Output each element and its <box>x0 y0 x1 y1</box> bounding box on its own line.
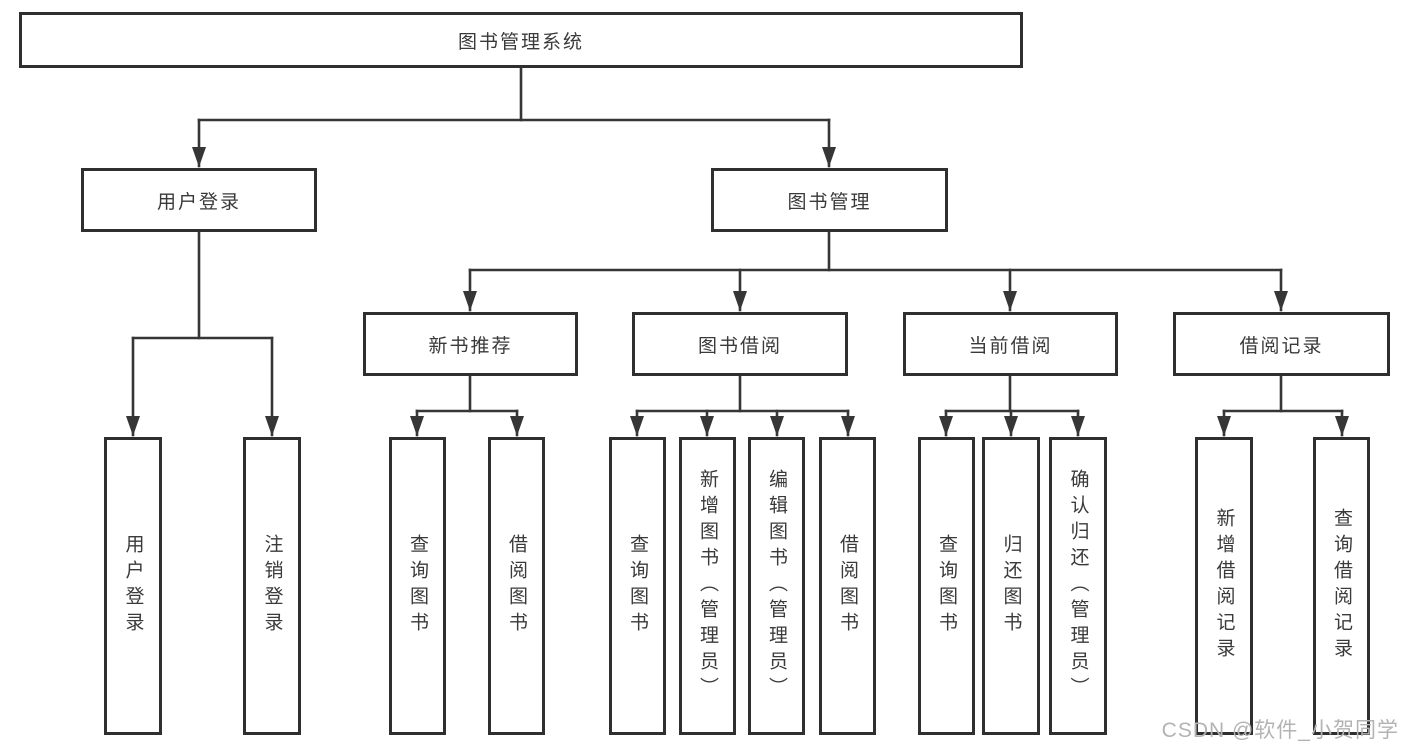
node-book-management-label: 图书管理 <box>787 191 872 213</box>
leaf-current-return-books: 归还图书 <box>982 437 1040 735</box>
leaf-records-query-borrow-record-label: 查询借阅记录 <box>1331 508 1352 664</box>
node-current-borrow-label: 当前借阅 <box>968 335 1053 357</box>
leaf-recommend-query-books-label: 查询图书 <box>407 534 428 638</box>
node-new-book-recommend-label: 新书推荐 <box>428 335 513 357</box>
leaf-borrow-query-books-label: 查询图书 <box>627 534 648 638</box>
connector-book-borrow-to-leaves <box>630 374 855 437</box>
leaf-records-add-borrow-record-label: 新增借阅记录 <box>1213 508 1235 664</box>
leaf-current-confirm-return-admin-label: 确认归还（管理员） <box>1067 469 1089 703</box>
leaf-borrow-add-books-admin-label: 新增图书（管理员） <box>697 469 718 703</box>
leaf-current-query-books: 查询图书 <box>918 437 975 735</box>
node-book-borrow-label: 图书借阅 <box>697 335 782 357</box>
leaf-borrow-query-books: 查询图书 <box>609 437 666 735</box>
leaf-borrow-add-books-admin: 新增图书（管理员） <box>679 437 736 735</box>
leaf-current-confirm-return-admin: 确认归还（管理员） <box>1049 437 1107 735</box>
leaf-recommend-query-books: 查询图书 <box>389 437 446 735</box>
node-book-borrow: 图书借阅 <box>632 312 848 376</box>
node-book-management: 图书管理 <box>711 168 948 232</box>
leaf-recommend-borrow-books-label: 借阅图书 <box>506 534 527 638</box>
leaf-borrow-borrow-books-label: 借阅图书 <box>837 534 858 638</box>
connector-new-book-recommend-to-leaves <box>410 374 524 437</box>
leaf-borrow-borrow-books: 借阅图书 <box>819 437 876 735</box>
connector-root-to-level2 <box>192 66 836 168</box>
leaf-user-login-label: 用户登录 <box>122 534 144 638</box>
node-borrow-records-label: 借阅记录 <box>1239 335 1324 357</box>
connector-borrow-records-to-leaves <box>1217 374 1349 437</box>
node-borrow-records: 借阅记录 <box>1173 312 1390 376</box>
node-current-borrow: 当前借阅 <box>903 312 1118 376</box>
leaf-records-query-borrow-record: 查询借阅记录 <box>1313 437 1370 735</box>
watermark-text: CSDN @软件_小贺同学 <box>1161 719 1399 742</box>
connector-user-login-to-leaves <box>126 230 279 437</box>
leaf-records-add-borrow-record: 新增借阅记录 <box>1195 437 1253 735</box>
node-new-book-recommend: 新书推荐 <box>363 312 578 376</box>
node-root: 图书管理系统 <box>19 12 1023 68</box>
leaf-current-return-books-label: 归还图书 <box>1000 534 1022 638</box>
connector-current-borrow-to-leaves <box>939 374 1085 437</box>
leaf-recommend-borrow-books: 借阅图书 <box>488 437 545 735</box>
leaf-user-login: 用户登录 <box>104 437 162 735</box>
node-root-label: 图书管理系统 <box>457 31 584 53</box>
leaf-borrow-edit-books-admin: 编辑图书（管理员） <box>748 437 805 735</box>
node-user-login: 用户登录 <box>81 168 317 232</box>
leaf-logout-login-label: 注销登录 <box>261 534 283 638</box>
leaf-current-query-books-label: 查询图书 <box>936 534 957 638</box>
leaf-borrow-edit-books-admin-label: 编辑图书（管理员） <box>766 469 787 703</box>
node-user-login-label: 用户登录 <box>156 191 241 213</box>
leaf-logout-login: 注销登录 <box>243 437 301 735</box>
connector-book-management-to-level3 <box>463 230 1288 312</box>
